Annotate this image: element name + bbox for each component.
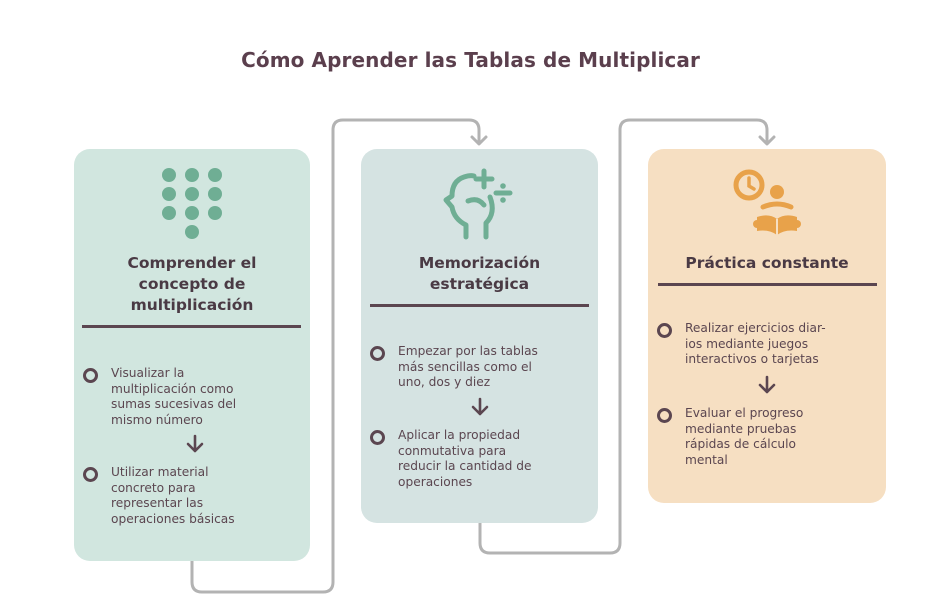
- step-divider-2: [370, 304, 589, 307]
- step-title-1: Comprender el concepto de multiplicación: [127, 254, 257, 314]
- connector-arrowhead-3: [758, 135, 776, 146]
- down-arrow-icon: [758, 375, 776, 394]
- down-arrow-icon: [471, 397, 489, 416]
- down-arrow-icon: [186, 434, 204, 453]
- item-text: Visualizar la multiplicación como sumas …: [111, 366, 237, 427]
- dots-grid-icon: [74, 167, 310, 243]
- list-item: Realizar ejercicios diar- ios mediante j…: [657, 321, 826, 368]
- bullet-icon: [370, 430, 385, 445]
- connector-arrowhead-2: [470, 135, 488, 146]
- step-card-1: Comprender el concepto de multiplicación…: [74, 149, 310, 561]
- list-item: Aplicar la propiedad conmutativa para re…: [370, 428, 532, 490]
- connector-1-to-2: [190, 118, 481, 594]
- list-item: Empezar por las tablas más sencillas com…: [370, 344, 538, 391]
- step-divider-1: [82, 325, 301, 328]
- connector-2-to-3: [478, 118, 769, 555]
- bullet-icon: [83, 467, 98, 482]
- list-item: Evaluar el progreso mediante pruebas ráp…: [657, 406, 803, 468]
- item-text: Evaluar el progreso mediante pruebas ráp…: [685, 406, 804, 467]
- item-text: Utilizar material concreto para represen…: [111, 465, 235, 526]
- bullet-icon: [370, 346, 385, 361]
- bullet-icon: [657, 408, 672, 423]
- bullet-icon: [657, 323, 672, 338]
- head-math-icon: [361, 167, 598, 241]
- bullet-icon: [83, 368, 98, 383]
- clock-reader-icon: [648, 167, 886, 243]
- step-card-2: Memorización estratégica Empezar por las…: [361, 149, 598, 523]
- list-item: Utilizar material concreto para represen…: [83, 465, 235, 527]
- step-title-3: Práctica constante: [685, 254, 849, 272]
- diagram-title: Cómo Aprender las Tablas de Multiplicar: [241, 48, 700, 72]
- step-divider-3: [658, 283, 877, 286]
- list-item: Visualizar la multiplicación como sumas …: [83, 366, 236, 428]
- item-text: Aplicar la propiedad conmutativa para re…: [398, 428, 532, 489]
- item-text: Realizar ejercicios diar- ios mediante j…: [685, 321, 826, 366]
- item-text: Empezar por las tablas más sencillas com…: [398, 344, 538, 389]
- step-title-2: Memorización estratégica: [418, 254, 541, 293]
- step-card-3: Práctica constante Realizar ejercicios d…: [648, 149, 886, 503]
